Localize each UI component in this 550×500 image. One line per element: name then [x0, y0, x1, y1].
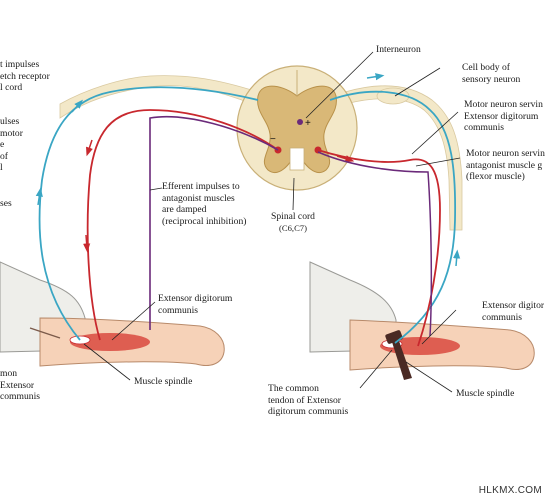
label-cell-body-sensory: Cell body of sensory neuron — [462, 62, 520, 85]
left-arm — [0, 261, 225, 367]
label-line: l cord — [0, 82, 23, 93]
label-line: etch receptor — [0, 70, 50, 82]
cord-plus-sign: + — [305, 118, 311, 129]
reflex-hammer — [392, 338, 412, 380]
label-muscle-spindle-right: Muscle spindle — [456, 388, 515, 399]
cord-minus-sign: − — [270, 134, 276, 145]
inhibitory-pathway-left — [149, 115, 279, 330]
label-line: antagonist muscles — [162, 192, 235, 204]
label-line: Extensor digitorum — [464, 110, 539, 122]
label-line: communis — [482, 311, 522, 323]
sensory-pathway-right — [329, 90, 457, 344]
label-line: motor — [0, 127, 23, 139]
label-line: of — [0, 150, 8, 162]
watermark: HLKMX.COM — [478, 485, 542, 496]
extensor-muscle-left — [70, 333, 150, 351]
label-line: Motor neuron servin — [466, 148, 545, 159]
label-efferent-impulses: Efferent impulses to antagonist muscles … — [162, 181, 246, 227]
label-line: sensory neuron — [462, 73, 521, 85]
label-line: Efferent impulses to — [162, 181, 240, 192]
label-line: tendon of Extensor — [268, 394, 342, 406]
label-line: Cell body of — [462, 62, 510, 73]
label-motor-serving-extensor: Motor neuron servin Extensor digitorum c… — [464, 99, 543, 134]
right-arm — [309, 261, 535, 380]
label-line: Extensor — [0, 379, 35, 391]
label-line: communis — [464, 122, 504, 133]
label-left-low-truncated: ses — [0, 198, 12, 209]
label-line: Motor neuron servin — [464, 99, 543, 110]
label-line: communis — [0, 391, 40, 402]
label-extensor-left: Extensor digitorum communis — [158, 293, 232, 316]
label-line: (flexor muscle) — [466, 171, 525, 182]
label-line: Extensor digitorum — [158, 293, 233, 304]
label-line: t impulses — [0, 59, 40, 70]
spinal-cord: + − — [236, 65, 358, 191]
label-line: antagonist muscle g — [466, 159, 543, 171]
label-common-tendon: The common tendon of Extensor digitorum … — [268, 383, 348, 418]
label-line: Extensor digitor — [482, 300, 545, 311]
motor-pathway-left — [86, 109, 279, 341]
interneuron-cell — [297, 119, 303, 125]
inhibitory-pathway-right — [317, 151, 433, 337]
label-line: are damped — [162, 204, 207, 215]
label-extensor-right: Extensor digitor communis — [482, 300, 544, 323]
label-line: e — [0, 139, 5, 150]
label-line: (C6,C7) — [279, 222, 307, 233]
leader-lines — [83, 51, 461, 393]
label-left-mid-truncated: ulses motor e of l — [0, 116, 23, 174]
label-line: (reciprocal inhibition) — [162, 215, 247, 227]
label-tendon-left-truncated: mon Extensor communis — [0, 368, 40, 403]
label-interneuron: Interneuron — [376, 44, 421, 55]
label-line: digitorum communis — [268, 406, 349, 417]
label-line: Spinal cord — [271, 211, 315, 222]
label-left-top-truncated: t impulses etch receptor l cord — [0, 59, 50, 94]
pathways — [35, 73, 461, 347]
label-line: communis — [158, 304, 198, 316]
label-line: The common — [268, 383, 319, 394]
label-muscle-spindle-left: Muscle spindle — [134, 376, 193, 387]
label-motor-antagonist: Motor neuron servin antagonist muscle g … — [466, 148, 545, 183]
label-line: mon — [0, 368, 18, 379]
label-line: l — [0, 162, 3, 173]
label-spinal-cord: Spinal cord (C6,C7) — [258, 211, 328, 234]
label-line: ulses — [0, 116, 20, 127]
sensory-pathway-left — [38, 86, 259, 341]
